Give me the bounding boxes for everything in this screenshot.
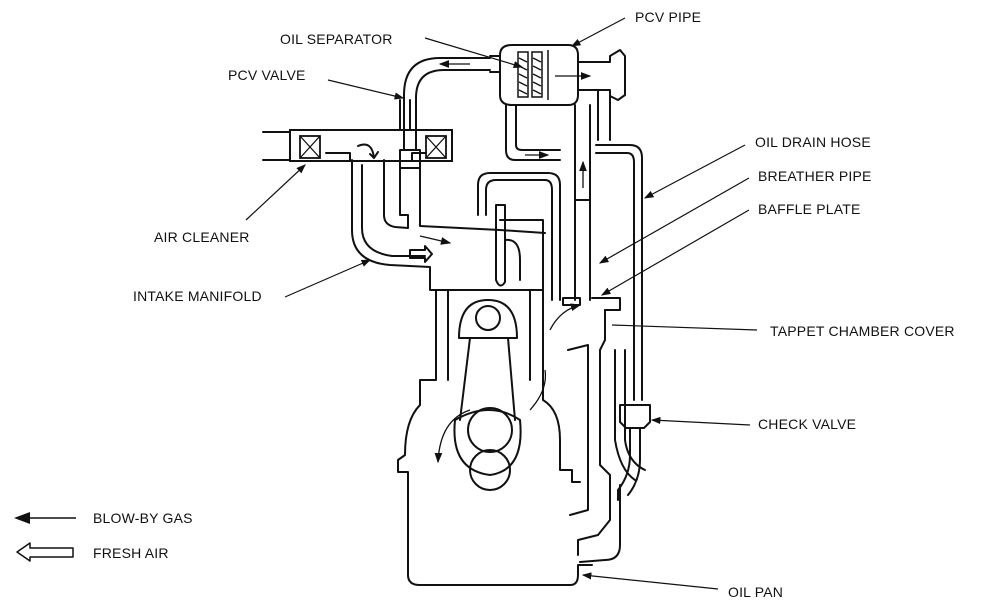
fresh-air-arrow-cleaner [357,143,379,159]
label-intake-manifold: INTAKE MANIFOLD [133,288,262,304]
label-pcv-valve: PCV VALVE [228,67,306,83]
pcv-valve-hose [399,55,501,169]
oil-separator [499,44,579,106]
piston-and-connecting-rod [453,299,522,491]
air-cleaner [262,99,453,162]
legend-item-blowby-gas: BLOW-BY GAS [14,510,193,526]
intake-manifold [351,159,546,281]
legend-item-fresh-air: FRESH AIR [16,542,169,562]
hollow-arrow-left-icon [16,542,74,562]
solid-arrow-left-icon [14,512,76,524]
pcv-pipe [577,49,626,141]
label-tappet-chamber-cover: TAPPET CHAMBER COVER [770,323,955,339]
oil-drain-hose [595,144,643,401]
check-valve [617,404,651,501]
label-breather-pipe: BREATHER PIPE [758,168,872,184]
label-air-cleaner: AIR CLEANER [154,229,250,245]
tappet-chamber [562,297,646,563]
blowby-arrow-crankcase-left [434,409,471,464]
legend-label-blowby-gas: BLOW-BY GAS [93,510,193,526]
cylinder-head [429,172,561,301]
label-baffle-plate: BAFFLE PLATE [758,201,861,217]
fresh-air-arrow-intake [409,245,433,263]
label-oil-separator: OIL SEPARATOR [280,31,393,47]
breather-pipe [505,104,591,301]
legend: BLOW-BY GAS FRESH AIR [14,510,193,562]
legend-label-fresh-air: FRESH AIR [93,545,169,561]
blowby-arrow-to-breather [549,303,582,331]
cylinder-block [397,289,593,586]
blowby-arrow-intake [419,235,452,245]
label-oil-drain-hose: OIL DRAIN HOSE [755,134,871,150]
label-check-valve: CHECK VALVE [758,416,856,432]
label-pcv-pipe: PCV PIPE [635,9,701,25]
label-oil-pan: OIL PAN [728,584,783,600]
blowby-arrow-crankcase-right [529,369,547,411]
leader-lines [245,17,758,590]
